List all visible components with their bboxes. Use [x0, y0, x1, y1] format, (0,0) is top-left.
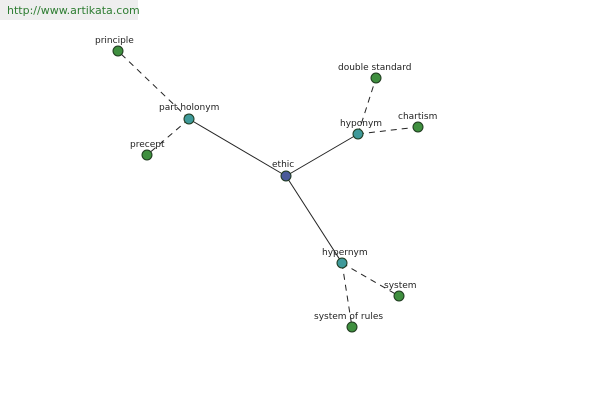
edge-part-holonym-to-precept: [146, 118, 190, 156]
node-label-principle: principle: [95, 36, 134, 46]
edge-hyponym-to-double-standard: [357, 77, 377, 135]
node-label-hypernym: hypernym: [322, 248, 368, 258]
node-chartism[interactable]: [412, 121, 424, 133]
node-hyponym[interactable]: [352, 128, 364, 140]
node-label-ethic: ethic: [272, 160, 294, 170]
node-label-chartism: chartism: [398, 112, 437, 122]
node-label-precept: precept: [130, 140, 165, 150]
node-label-system-of-rules: system of rules: [314, 312, 383, 322]
node-system-of-rules[interactable]: [346, 321, 358, 333]
node-hypernym[interactable]: [336, 257, 348, 269]
node-system[interactable]: [393, 290, 405, 302]
edge-hypernym-to-system: [341, 262, 400, 297]
nodes-layer: ethic part holonym hyponym hypernym principl…: [95, 36, 437, 333]
node-label-part-holonym: part holonym: [159, 103, 219, 113]
node-label-hyponym: hyponym: [340, 119, 382, 129]
edges-layer: [117, 50, 419, 328]
node-principle[interactable]: [112, 45, 124, 57]
node-double-standard[interactable]: [370, 72, 382, 84]
edge-ethic-to-hypernym: [285, 175, 343, 264]
watermark-banner: http://www.artikata.com: [0, 0, 140, 20]
watermark-url: http://www.artikata.com: [7, 4, 140, 17]
node-precept[interactable]: [141, 149, 153, 161]
edge-ethic-to-hyponym: [285, 133, 359, 177]
node-part-holonym[interactable]: [183, 113, 195, 125]
node-ethic[interactable]: [280, 170, 292, 182]
node-label-system: system: [384, 281, 417, 291]
node-label-double-standard: double standard: [338, 63, 411, 73]
edge-ethic-to-part-holonym: [188, 118, 287, 177]
edge-part-holonym-to-principle: [117, 50, 190, 120]
